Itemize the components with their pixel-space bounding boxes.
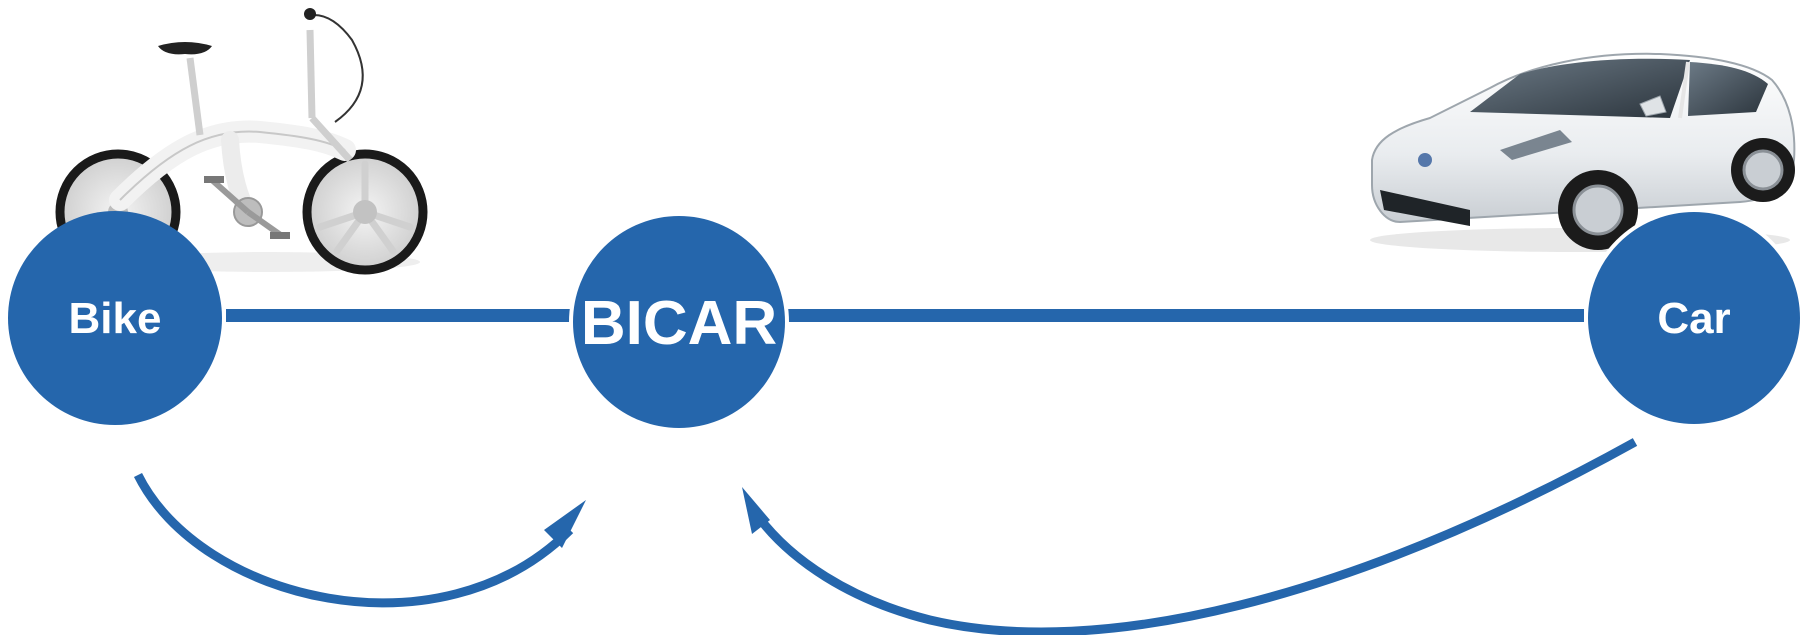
connector-lines (226, 309, 1584, 322)
node-bike: Bike (8, 211, 222, 425)
curved-arrows (133, 438, 1638, 635)
bike-bicar-line (226, 309, 571, 322)
bicar-car-line (786, 309, 1584, 322)
bike-to-bicar-arrowhead (544, 500, 586, 548)
car-to-bicar-arrow (753, 438, 1638, 635)
node-bicar: BICAR (569, 212, 789, 432)
node-bicar-label: BICAR (581, 289, 777, 358)
bike-to-bicar-arrow (133, 472, 574, 608)
node-bike-label: Bike (69, 294, 162, 343)
node-car-label: Car (1657, 294, 1730, 343)
car-to-bicar-arrowhead (742, 487, 770, 534)
node-car: Car (1584, 208, 1804, 428)
car-image (1370, 52, 1796, 252)
arrowheads (544, 487, 770, 548)
